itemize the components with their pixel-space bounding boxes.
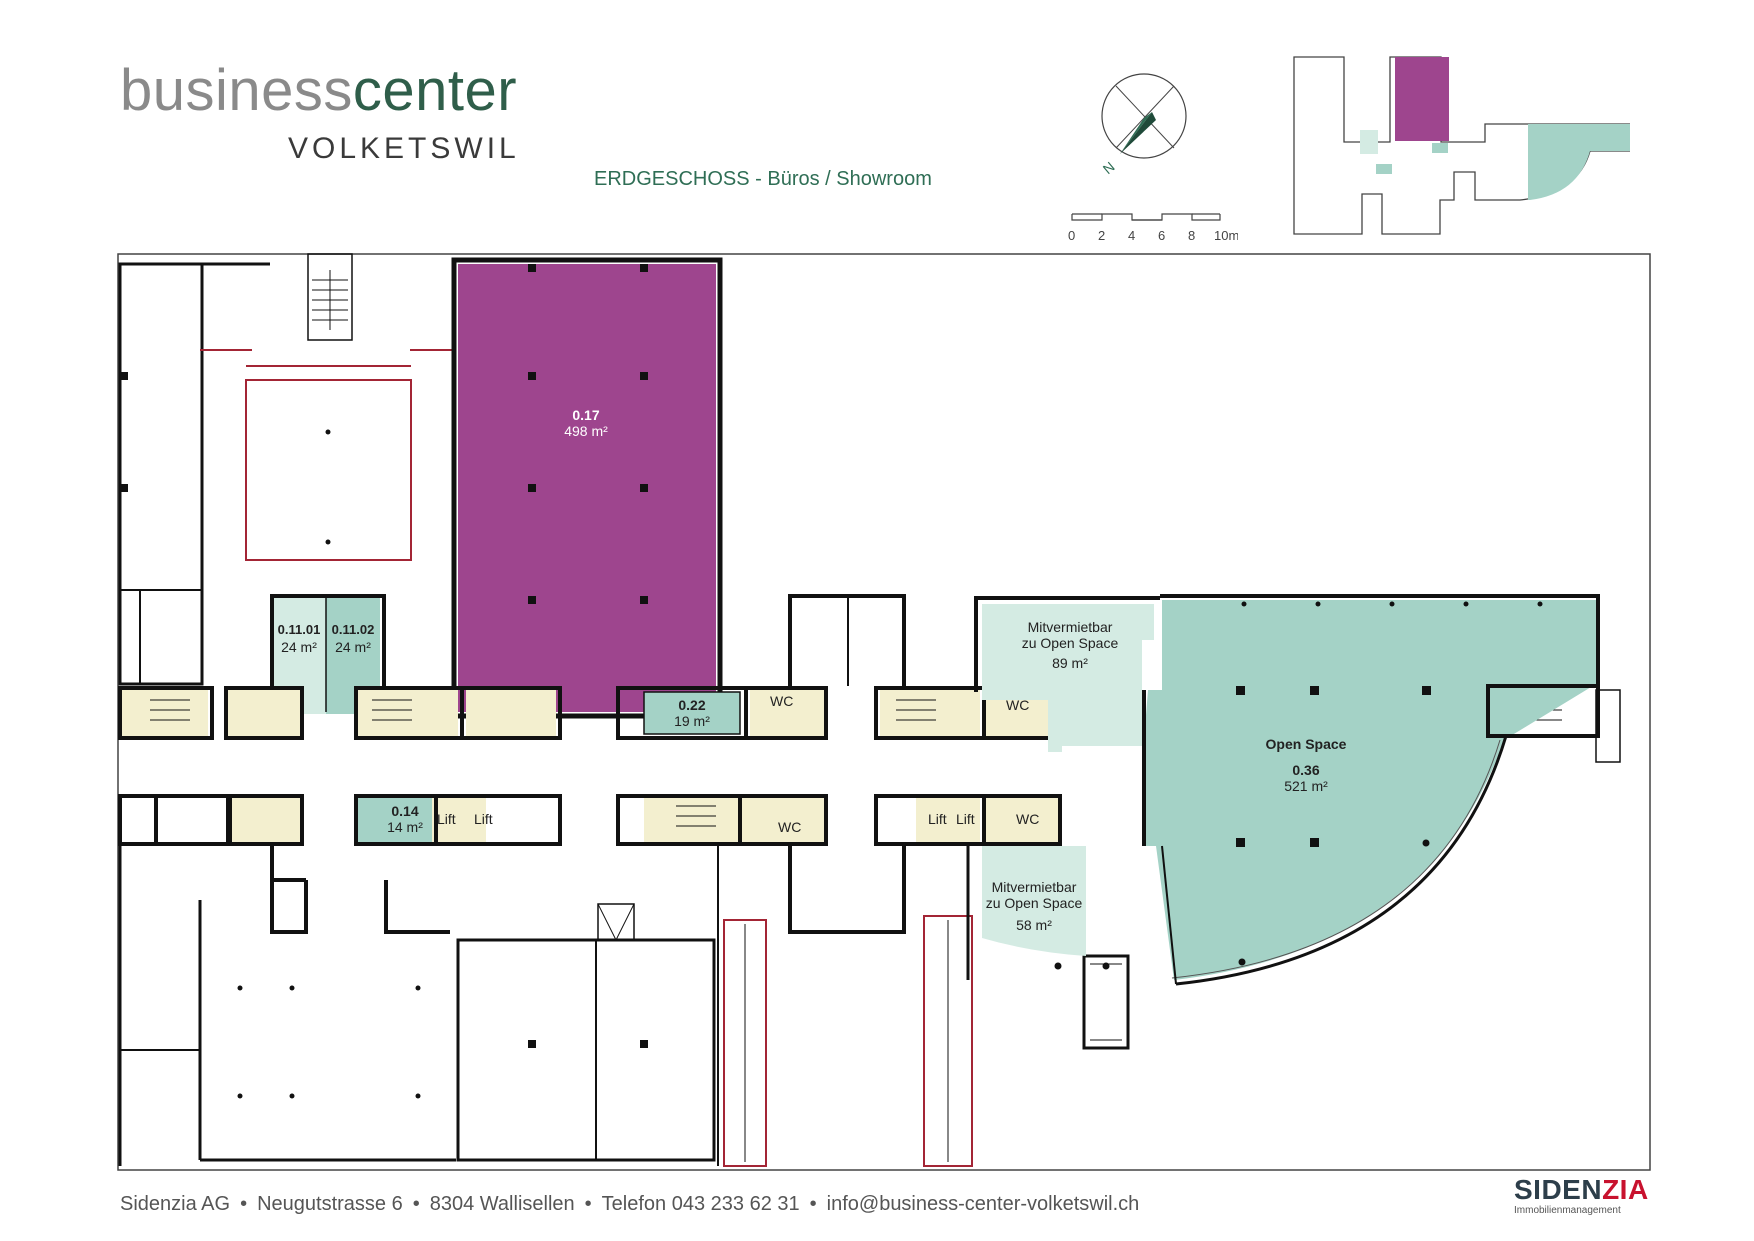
lift-label-3: Lift xyxy=(928,811,947,827)
footer-phone[interactable]: Telefon 043 233 62 31 xyxy=(601,1193,800,1215)
scale-label-10m: 10m xyxy=(1214,228,1238,243)
mit58-line1: Mitvermietbar xyxy=(992,879,1077,895)
room-0-17-id: 0.17 xyxy=(572,407,599,423)
lift-label-4: Lift xyxy=(956,811,975,827)
room-0-11-01-id: 0.11.01 xyxy=(278,622,321,637)
scale-label-6: 6 xyxy=(1158,228,1165,243)
footer-contact: Sidenzia AG • Neugutstrasse 6 • 8304 Wallise… xyxy=(120,1193,1139,1216)
brand-logo: SIDENZIA xyxy=(1514,1176,1649,1204)
upper-service-row xyxy=(118,686,1062,740)
wc-label-4: WC xyxy=(1016,811,1039,827)
scale-label-8: 8 xyxy=(1188,228,1195,243)
footer-sep: • xyxy=(809,1193,817,1215)
stair-top xyxy=(312,270,348,330)
footer-sep: • xyxy=(412,1193,420,1215)
footer-sep: • xyxy=(240,1193,248,1215)
logo-part-business: business xyxy=(120,58,353,123)
showroom-columns xyxy=(528,264,648,604)
scale-bar: 0 2 4 6 8 10m xyxy=(1068,213,1238,243)
room-0-17-area: 498 m² xyxy=(564,423,608,439)
room-0-11-02-id: 0.11.02 xyxy=(332,622,375,637)
room-0-11-01-area: 24 m² xyxy=(281,639,317,655)
footer-city: 8304 Wallisellen xyxy=(429,1193,575,1215)
logo-wordmark: businesscenter xyxy=(120,62,517,120)
wc-label-1: WC xyxy=(770,693,793,709)
mit58-area: 58 m² xyxy=(1016,917,1052,933)
room-0-14[interactable] xyxy=(358,798,432,842)
footer-sep: • xyxy=(584,1193,592,1215)
stairs-lower xyxy=(676,805,716,827)
room-0-14-area: 14 m² xyxy=(387,819,423,835)
room-0-36-id: 0.36 xyxy=(1292,762,1319,778)
room-0-36-area: 521 m² xyxy=(1284,778,1328,794)
wc-label-2: WC xyxy=(1006,697,1029,713)
lift-label-1: Lift xyxy=(437,811,456,827)
room-0-22-area: 19 m² xyxy=(674,713,710,729)
room-0-11-02-area: 24 m² xyxy=(335,639,371,655)
room-mitvermietbar-89[interactable] xyxy=(982,604,1154,752)
open-space-columns xyxy=(1054,601,1543,970)
scale-label-2: 2 xyxy=(1098,228,1105,243)
brand-part1: SIDEN xyxy=(1514,1174,1603,1205)
room-0-36[interactable] xyxy=(1144,600,1596,980)
floor-title: ERDGESCHOSS - Büros / Showroom xyxy=(594,168,932,190)
footer-email[interactable]: info@business-center-volketswil.ch xyxy=(826,1193,1140,1215)
scale-label-0: 0 xyxy=(1068,228,1075,243)
middle-blocks xyxy=(270,594,906,934)
mit89-line1: Mitvermietbar xyxy=(1028,619,1113,635)
brand-subtitle: Immobilienmanagement xyxy=(1514,1205,1621,1216)
logo-subtitle: VOLKETSWIL xyxy=(288,132,520,165)
wc-label-3: WC xyxy=(778,819,801,835)
scale-label-4: 4 xyxy=(1128,228,1135,243)
room-0-14-id: 0.14 xyxy=(391,803,418,819)
room-0-22-id: 0.22 xyxy=(678,697,705,713)
footer-street: Neugutstrasse 6 xyxy=(257,1193,403,1215)
lift-label-2: Lift xyxy=(474,811,493,827)
left-wing xyxy=(118,253,455,686)
room-mitvermietbar-58[interactable] xyxy=(982,846,1086,956)
lower-wing xyxy=(118,844,1130,1167)
lower-service-row xyxy=(118,794,1062,846)
room-0-17[interactable] xyxy=(458,264,716,712)
key-plan-map xyxy=(1293,56,1630,235)
brand-part2: ZIA xyxy=(1602,1174,1649,1205)
room-0-36-name: Open Space xyxy=(1266,736,1347,752)
lower-columns xyxy=(120,372,648,1099)
mit89-area: 89 m² xyxy=(1052,655,1088,671)
open-space-stair xyxy=(1486,684,1600,738)
room-0-22[interactable] xyxy=(644,692,740,734)
logo-part-center: center xyxy=(352,58,518,123)
compass-icon: N xyxy=(1100,73,1187,177)
mit89-line2: zu Open Space xyxy=(1022,635,1119,651)
mit58-line2: zu Open Space xyxy=(986,895,1083,911)
footer-company: Sidenzia AG xyxy=(120,1193,231,1215)
